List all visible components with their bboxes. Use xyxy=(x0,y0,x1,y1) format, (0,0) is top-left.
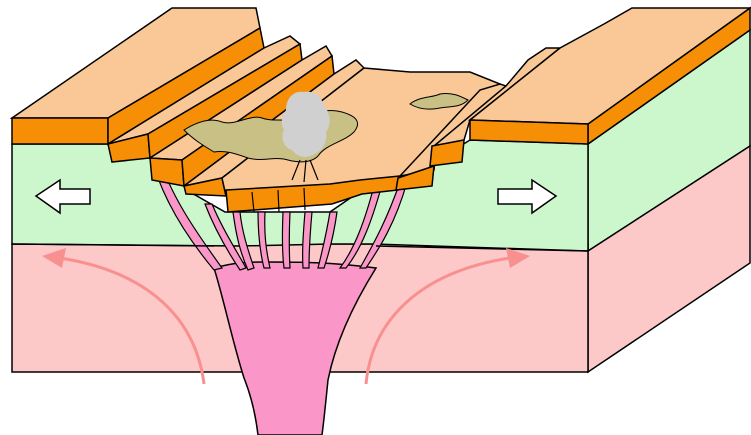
left-plateau-band xyxy=(12,118,108,144)
right-plateau-band xyxy=(470,120,588,144)
